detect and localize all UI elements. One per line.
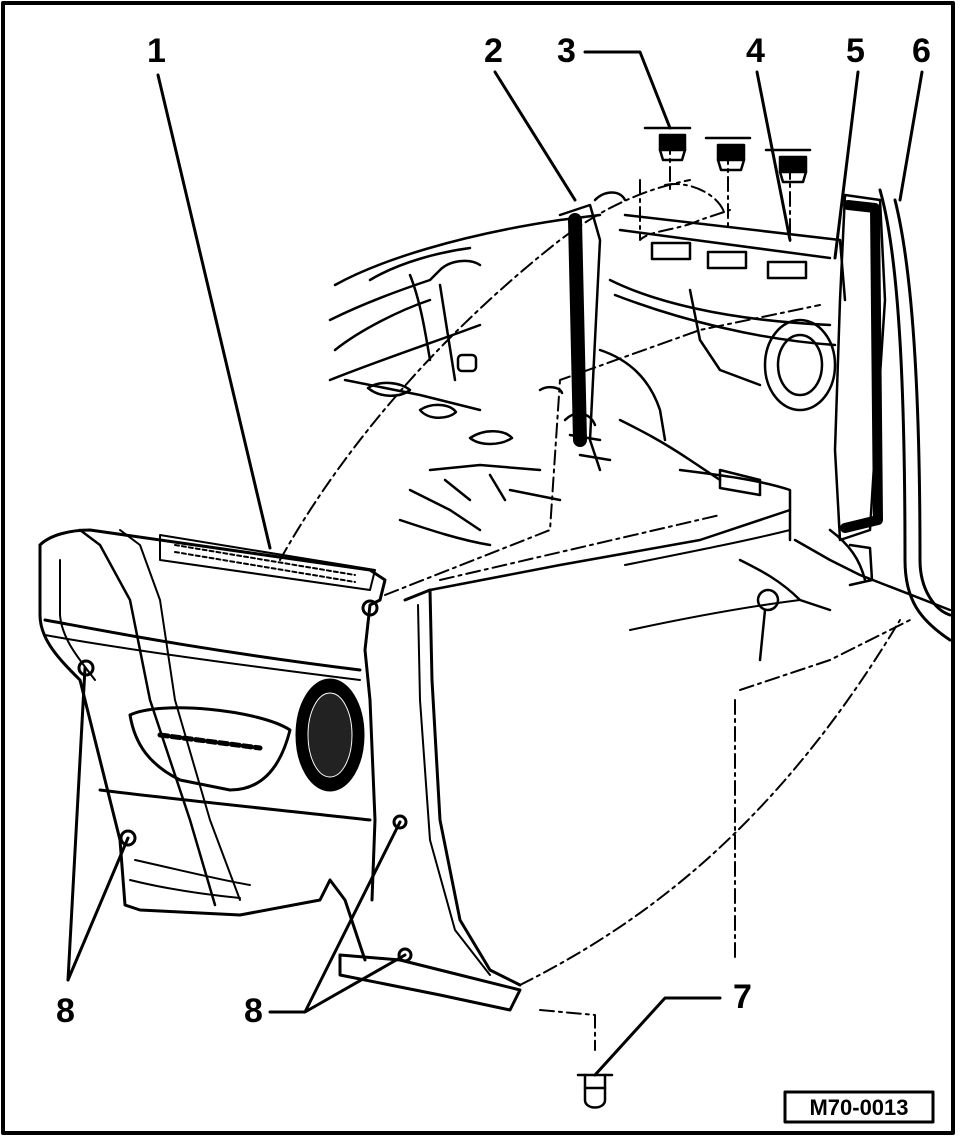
callout-8-center: 8	[244, 992, 263, 1030]
callout-8-left: 8	[56, 992, 75, 1030]
clip-3a	[643, 126, 692, 162]
leader-8b	[268, 820, 407, 1014]
leader-2	[493, 70, 577, 202]
callout-3: 3	[557, 32, 576, 70]
pillar-trim-piece	[403, 508, 801, 987]
side-trim-panel	[38, 528, 522, 1012]
assembly-lines	[279, 139, 911, 1051]
callout-7: 7	[733, 978, 752, 1016]
callout-1: 1	[147, 32, 166, 70]
leader-4	[755, 70, 792, 242]
callout-5: 5	[846, 32, 865, 70]
reference-code-box: M70-0013	[783, 1090, 935, 1124]
clip-7	[576, 1073, 614, 1109]
leader-7	[593, 996, 722, 1077]
clip-group-3	[643, 126, 812, 184]
leader-8a	[66, 666, 130, 982]
vehicle-interior-background	[328, 188, 952, 662]
leader-lines	[66, 50, 924, 1077]
callout-labels: 1 2 3 4 5 6 7 8 8	[56, 32, 931, 1030]
leader-1	[156, 73, 272, 550]
leader-5	[833, 70, 860, 260]
leader-3	[583, 50, 672, 130]
reference-code: M70-0013	[809, 1095, 908, 1120]
clip-3c	[764, 148, 812, 184]
callout-6: 6	[912, 32, 931, 70]
clip-3b	[704, 136, 752, 172]
callout-2: 2	[484, 32, 503, 70]
callout-4: 4	[746, 32, 765, 70]
leader-6	[898, 70, 924, 202]
